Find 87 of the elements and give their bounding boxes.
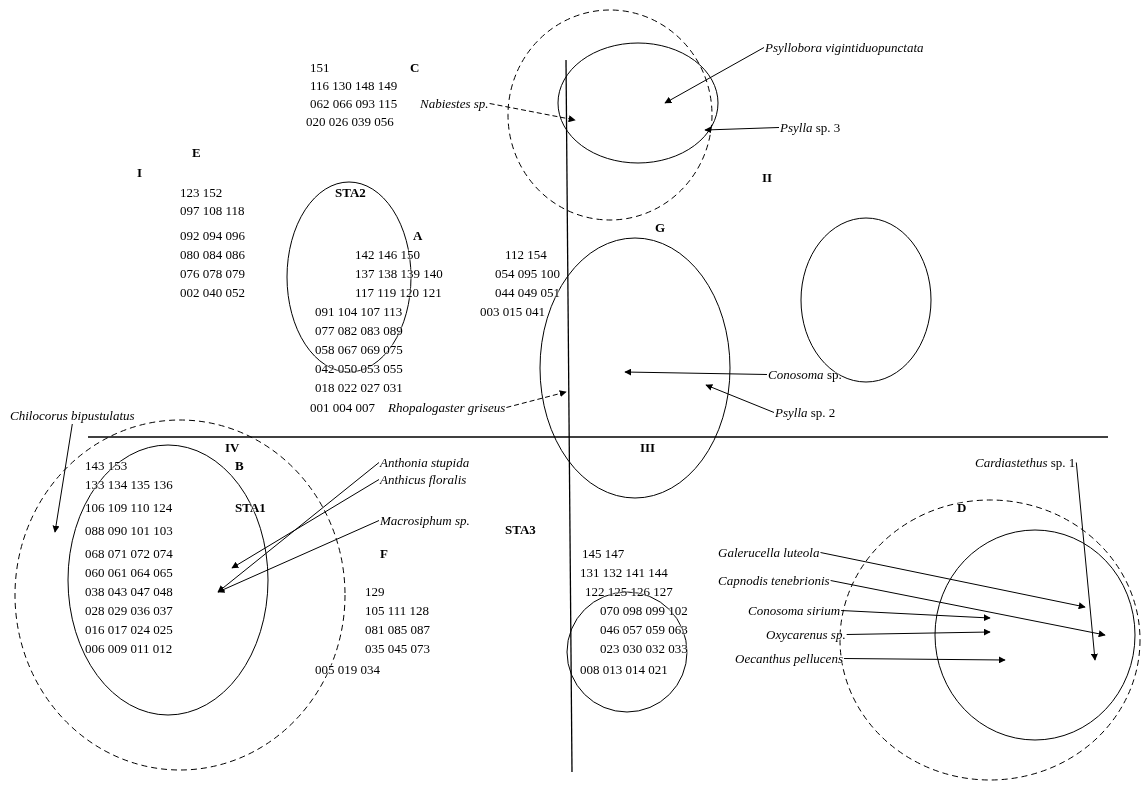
sample-numbers: 038 043 047 048 xyxy=(85,584,173,599)
arrow xyxy=(217,462,380,593)
sample-numbers: 023 030 032 033 xyxy=(600,641,688,656)
sample-numbers: 018 022 027 031 xyxy=(315,380,403,395)
sample-numbers: 137 138 139 140 xyxy=(355,266,443,281)
sample-numbers: 151 xyxy=(310,60,330,75)
group-label: IV xyxy=(225,440,240,455)
sample-numbers: 002 040 052 xyxy=(180,285,245,300)
arrow xyxy=(830,580,1106,638)
species-label: Psylla sp. 3 xyxy=(780,120,841,135)
species-label: Anthicus floralis xyxy=(380,472,467,487)
sample-numbers: 142 146 150 xyxy=(355,247,420,262)
species-label: Nabiestes sp. xyxy=(420,96,489,111)
sample-numbers: 060 061 064 065 xyxy=(85,565,173,580)
group-label: G xyxy=(655,220,666,235)
sample-numbers: 006 009 011 012 xyxy=(85,641,173,656)
sample-numbers: 016 017 024 025 xyxy=(85,622,173,637)
sample-numbers: 091 104 107 113 xyxy=(315,304,403,319)
species-label: Chilocorus bipustulatus xyxy=(10,408,135,423)
group-label: F xyxy=(380,546,388,561)
sample-numbers: 001 004 007 xyxy=(310,400,375,415)
sample-numbers: 076 078 079 xyxy=(180,266,245,281)
species-label: Cardiastethus sp. 1 xyxy=(975,455,1076,470)
arrow xyxy=(819,552,1086,610)
species-label: Conosoma sp. xyxy=(768,367,842,382)
arrow xyxy=(840,610,991,622)
arrow xyxy=(489,103,576,123)
arrow xyxy=(704,126,780,134)
arrow xyxy=(52,423,73,533)
species-label: Conosoma sirium xyxy=(748,603,841,618)
arrow xyxy=(705,384,775,413)
sample-numbers: 092 094 096 xyxy=(180,228,245,243)
sample-numbers: 003 015 041 xyxy=(480,304,545,319)
sample-numbers: 097 108 118 xyxy=(180,203,245,218)
sample-numbers: 112 154 xyxy=(505,247,547,262)
group-label: C xyxy=(410,60,420,75)
sample-numbers: 145 147 xyxy=(582,546,625,561)
arrow xyxy=(231,479,380,569)
sample-numbers: 068 071 072 074 xyxy=(85,546,173,561)
group-label: STA2 xyxy=(335,185,366,200)
sample-numbers: 058 067 069 075 xyxy=(315,342,403,357)
group-label: STA1 xyxy=(235,500,266,515)
group-label: E xyxy=(192,145,201,160)
sample-numbers: 106 109 110 124 xyxy=(85,500,173,515)
sample-numbers: 008 013 014 021 xyxy=(580,662,668,677)
arrow xyxy=(505,390,567,408)
species-label: Capnodis tenebrionis xyxy=(718,573,830,588)
arrow xyxy=(624,368,768,376)
group-label: STA3 xyxy=(505,522,536,537)
group-label: I xyxy=(137,165,143,180)
sample-numbers: 117 119 120 121 xyxy=(355,285,442,300)
group-label: B xyxy=(235,458,244,473)
sample-numbers: 062 066 093 115 xyxy=(310,96,398,111)
sample-numbers: 044 049 051 xyxy=(495,285,560,300)
group-label: D xyxy=(957,500,967,515)
arrow xyxy=(217,520,380,593)
species-label: Oecanthus pellucens xyxy=(735,651,843,666)
sample-numbers: 105 111 128 xyxy=(365,603,430,618)
species-label: Oxycarenus sp. xyxy=(766,627,846,642)
sample-numbers: 035 045 073 xyxy=(365,641,430,656)
sample-numbers: 070 098 099 102 xyxy=(600,603,688,618)
species-label: Macrosiphum sp. xyxy=(380,513,470,528)
arrow xyxy=(846,628,991,636)
sample-numbers: 123 152 xyxy=(180,185,223,200)
species-label: Anthonia stupida xyxy=(380,455,470,470)
sample-numbers: 129 xyxy=(365,584,385,599)
species-label: Psylla sp. 2 xyxy=(775,405,836,420)
sample-numbers: 133 134 135 136 xyxy=(85,477,173,492)
species-label: Rhopalogaster griseus xyxy=(388,400,506,415)
sample-numbers: 028 029 036 037 xyxy=(85,603,173,618)
species-label: Galerucella luteola xyxy=(718,545,820,560)
group-label: II xyxy=(762,170,773,185)
arrow xyxy=(664,47,765,104)
sample-numbers: 020 026 039 056 xyxy=(306,114,394,129)
sample-numbers: 077 082 083 089 xyxy=(315,323,403,338)
sample-numbers: 088 090 101 103 xyxy=(85,523,173,538)
group-label: III xyxy=(640,440,656,455)
arrow xyxy=(1075,462,1098,661)
group-label: A xyxy=(413,228,423,243)
sample-numbers: 131 132 141 144 xyxy=(580,565,668,580)
species-label: Psyllobora vigintiduopunctata xyxy=(765,40,924,55)
sample-numbers: 080 084 086 xyxy=(180,247,245,262)
sample-numbers: 081 085 087 xyxy=(365,622,430,637)
sample-numbers: 054 095 100 xyxy=(495,266,560,281)
arrow xyxy=(843,656,1006,664)
sample-numbers: 005 019 034 xyxy=(315,662,380,677)
sample-numbers: 116 130 148 149 xyxy=(310,78,398,93)
